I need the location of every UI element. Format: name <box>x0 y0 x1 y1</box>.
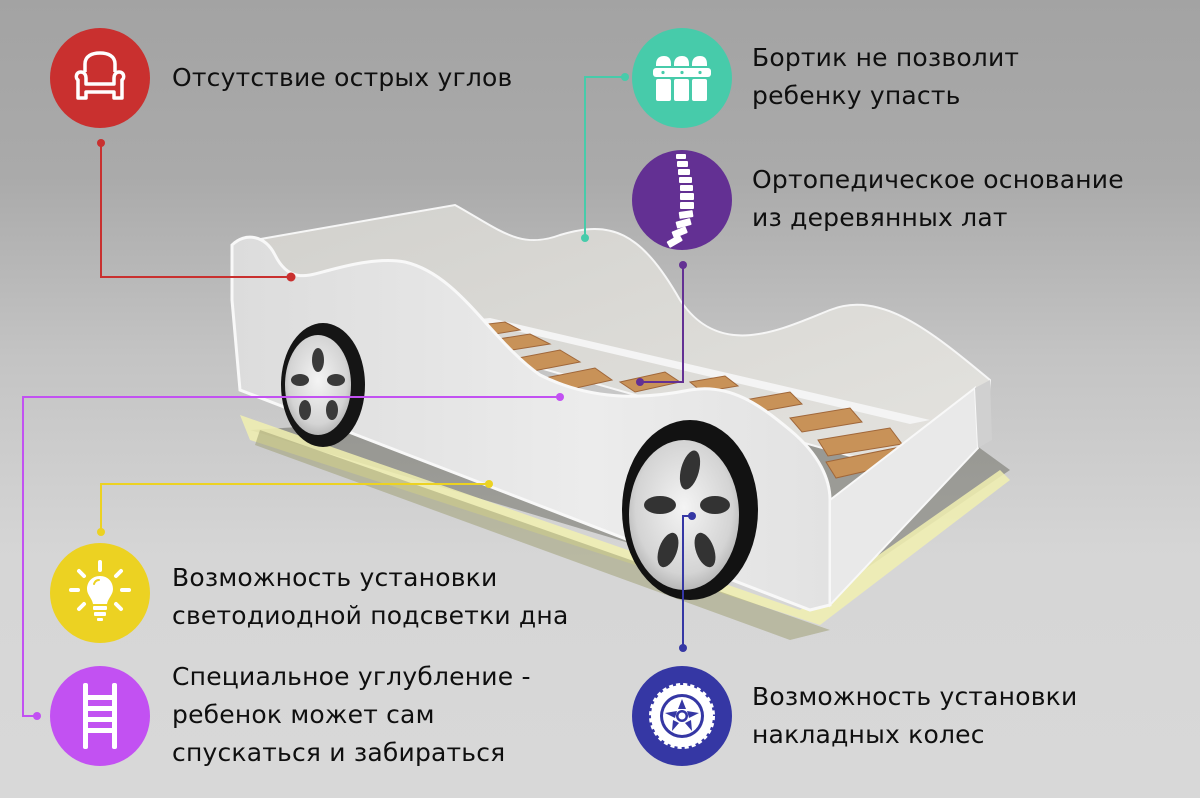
feature-side-rail: Бортик не позволит ребенку упасть <box>752 43 1020 110</box>
feature-no-sharp-corners: Отсутствие острых углов <box>172 63 513 92</box>
connector-orthopedic-base <box>636 261 687 386</box>
connector-led-underglow <box>97 480 493 536</box>
connector-special-recess <box>22 393 564 720</box>
armchair-icon <box>50 28 150 128</box>
wheel-icon <box>632 666 732 766</box>
connector-side-rail <box>581 73 629 242</box>
rear-wheel <box>281 323 365 447</box>
feature-led-underglow: Возможность установки светодиодной подсв… <box>172 563 569 630</box>
ladder-icon <box>50 666 150 766</box>
feature-overlay-wheels: Возможность установки накладных колес <box>752 682 1078 749</box>
lightbulb-icon <box>50 543 150 643</box>
fence-icon <box>632 28 732 128</box>
spine-icon <box>632 150 732 250</box>
connector-overlay-wheels <box>679 512 696 652</box>
feature-special-recess: Специальное углубление - ребенок может с… <box>172 662 531 767</box>
connector-no-sharp-corners <box>97 139 296 282</box>
feature-orthopedic-base: Ортопедическое основание из деревянных л… <box>752 165 1124 232</box>
